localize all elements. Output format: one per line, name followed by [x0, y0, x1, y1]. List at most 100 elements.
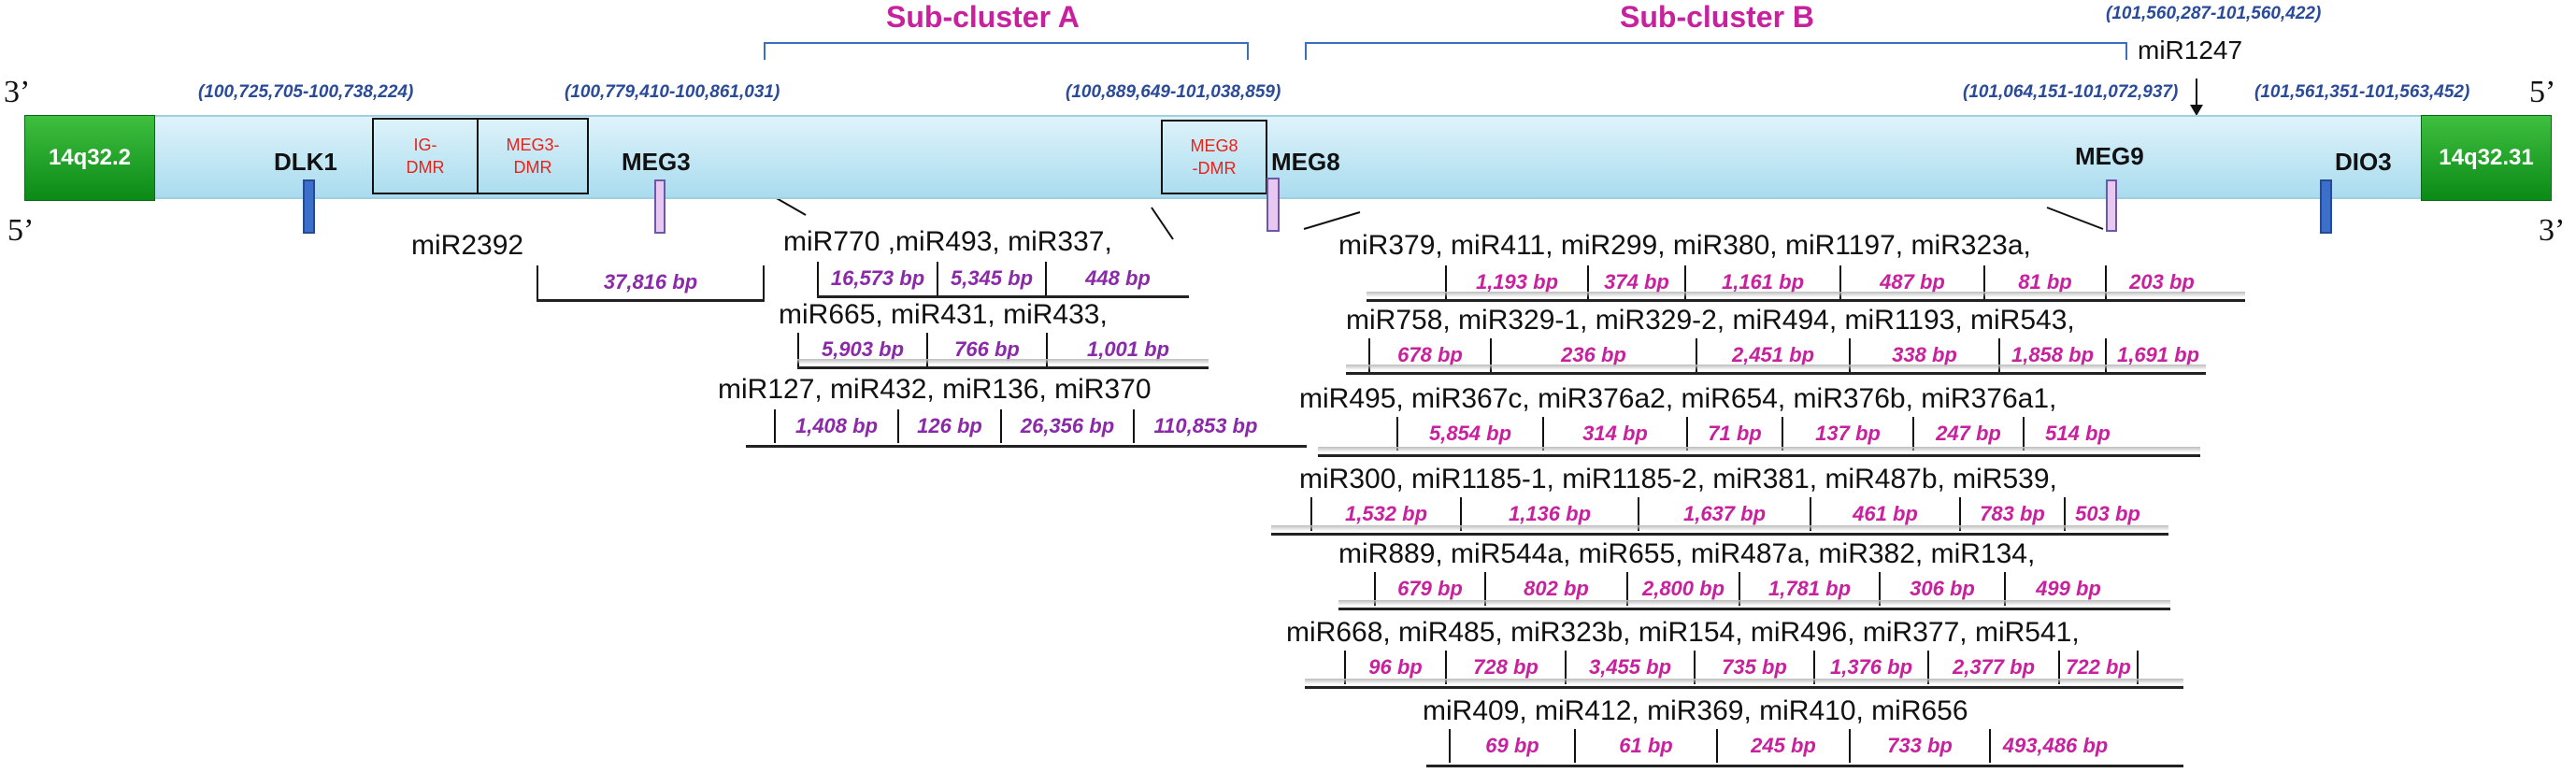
gap-a3-4: 110,853 bp [1133, 409, 1277, 443]
cluster-b-row-3-gaps: 5,854 bp 314 bp 71 bp 137 bp 247 bp 514 … [1396, 417, 2131, 451]
subcluster-b-bracket [1305, 42, 2127, 60]
cluster-b-row-6: miR668, miR485, miR323b, miR154, miR496,… [1286, 617, 2183, 689]
gap-b1-4: 487 bp [1839, 265, 1983, 299]
cluster-b-row-7-names: miR409, miR412, miR369, miR410, miR656 [1423, 695, 1968, 726]
gap-b2-1: 678 bp [1368, 338, 1490, 372]
cluster-b-row-4-baseline [1271, 533, 2168, 536]
dlk1-mark [303, 179, 315, 234]
gene-label-dio3: DIO3 [2335, 148, 2392, 176]
gene-label-dlk1: DLK1 [274, 148, 337, 176]
gap-b2-3: 2,451 bp [1696, 338, 1849, 372]
mir2392-label: miR2392 [411, 230, 524, 261]
subcluster-a-bracket [764, 42, 1249, 60]
gap-b5-2: 802 bp [1484, 572, 1626, 606]
gap-a2-2: 766 bp [926, 333, 1046, 366]
gap-b7-5: 493,486 bp [1989, 729, 2120, 763]
gap-b4-4: 461 bp [1810, 497, 1959, 531]
gap-b5-5: 306 bp [1879, 572, 2004, 606]
cluster-b-row-2-baseline [1346, 372, 2206, 375]
cluster-b-row-4: miR300, miR1185-1, miR1185-2, miR381, mi… [1271, 464, 2197, 536]
gap-b3-3: 71 bp [1686, 417, 1782, 451]
subcluster-a-title: Sub-cluster A [886, 0, 1080, 34]
cluster-b-row-7: miR409, miR412, miR369, miR410, miR656 6… [1423, 695, 2189, 767]
gap-a3-2: 126 bp [897, 409, 1000, 443]
cluster-b-row-1: miR379, miR411, miR299, miR380, miR1197,… [1338, 230, 2245, 302]
coord-meg9: (101,064,151-101,072,937) [1963, 82, 2179, 102]
coord-meg3: (100,779,410-100,861,031) [565, 82, 780, 102]
gap-b5-3: 2,800 bp [1626, 572, 1739, 606]
ig-dmr-box: IG- DMR [372, 118, 479, 194]
gene-label-meg8: MEG8 [1271, 148, 1340, 176]
gap-b1-3: 1,161 bp [1684, 265, 1839, 299]
cluster-a-row-1: miR770 ,miR493, miR337, 16,573 bp 5,345 … [783, 226, 1189, 298]
gap-b6-1: 96 bp [1344, 651, 1445, 684]
cluster-b-row-3-names: miR495, miR367c, miR376a2, miR654, miR37… [1299, 383, 2057, 414]
dio3-mark [2320, 179, 2332, 234]
mir1247-label: miR1247 [2138, 36, 2243, 64]
gap-b7-2: 61 bp [1574, 729, 1716, 763]
gap-a1-1: 16,573 bp [817, 262, 937, 295]
gap-b2-2: 236 bp [1490, 338, 1696, 372]
meg8-right-connector [1303, 211, 1361, 230]
cluster-b-row-1-names: miR379, miR411, miR299, miR380, miR1197,… [1338, 230, 2031, 261]
cluster-b-row-1-shadow [1367, 292, 2245, 297]
gap-a3-3: 26,356 bp [1000, 409, 1133, 443]
gap-b6-2: 728 bp [1445, 651, 1565, 684]
gap-b3-5: 247 bp [1912, 417, 2023, 451]
cluster-b-row-4-gaps: 1,532 bp 1,136 bp 1,637 bp 461 bp 783 bp… [1310, 497, 2150, 531]
coord-dio3: (101,561,351-101,563,452) [2254, 82, 2470, 102]
cluster-a-row-2-shadow [797, 359, 1209, 365]
cluster-a-row-2: miR665, miR431, miR433, 5,903 bp 766 bp … [779, 299, 1209, 369]
gap-a1-3: 448 bp [1045, 262, 1189, 295]
gene-label-meg3: MEG3 [622, 148, 691, 176]
gap-b6-6: 2,377 bp [1927, 651, 2058, 684]
gap-b5-4: 1,781 bp [1739, 572, 1879, 606]
gap-b7-3: 245 bp [1716, 729, 1849, 763]
cluster-b-row-1-baseline [1367, 299, 2245, 302]
cluster-b-row-5: miR889, miR544a, miR655, miR487a, miR382… [1338, 538, 2198, 610]
mir1247-arrow-head [2190, 105, 2203, 116]
gap-b2-4: 338 bp [1849, 338, 1998, 372]
gap-a2-1: 5,903 bp [797, 333, 926, 366]
gap-b4-5: 783 bp [1959, 497, 2064, 531]
gap-a3-1: 1,408 bp [774, 409, 897, 443]
mir2392-gap-row: 37,816 bp [537, 265, 765, 303]
cluster-b-row-5-gaps: 679 bp 802 bp 2,800 bp 1,781 bp 306 bp 4… [1374, 572, 2131, 606]
gap-b3-6: 514 bp [2023, 417, 2131, 451]
cluster-a-row-2-gaps: 5,903 bp 766 bp 1,001 bp [797, 333, 1209, 366]
gap-b7-1: 69 bp [1449, 729, 1574, 763]
gap-b6-7: 722 bp [2058, 651, 2139, 684]
gap-b1-5: 81 bp [1983, 265, 2105, 299]
cluster-b-row-1-gaps: 1,193 bp 374 bp 1,161 bp 487 bp 81 bp 20… [1445, 265, 2217, 299]
gap-b6-3: 3,455 bp [1565, 651, 1694, 684]
subcluster-b-title: Sub-cluster B [1620, 0, 1815, 34]
gap-b1-2: 374 bp [1587, 265, 1684, 299]
chromosome-bar [24, 115, 2548, 199]
cluster-b-row-2-names: miR758, miR329-1, miR329-2, miR494, miR1… [1346, 305, 2075, 336]
gap-b1-1: 1,193 bp [1445, 265, 1587, 299]
mir2392-baseline [537, 299, 765, 302]
gap-b4-6: 503 bp [2064, 497, 2150, 531]
cluster-b-row-3-baseline [1318, 454, 2200, 457]
meg3-mark [654, 179, 665, 234]
cluster-b-row-5-shadow [1338, 600, 2170, 606]
gene-label-meg9: MEG9 [2075, 142, 2144, 170]
cluster-b-row-6-gaps: 96 bp 728 bp 3,455 bp 735 bp 1,376 bp 2,… [1344, 651, 2139, 684]
cluster-b-row-7-baseline [1426, 765, 2183, 767]
gap-b4-1: 1,532 bp [1310, 497, 1460, 531]
gap-b7-4: 733 bp [1849, 729, 1989, 763]
strand-label-top-left: 3’ [4, 75, 31, 109]
cluster-b-row-3-shadow [1318, 447, 2200, 452]
gap-b6-4: 735 bp [1694, 651, 1813, 684]
gap-b4-3: 1,637 bp [1638, 497, 1810, 531]
cluster-b-row-6-names: miR668, miR485, miR323b, miR154, miR496,… [1286, 617, 2080, 648]
mir2392-gap: 37,816 bp [537, 265, 765, 299]
cluster-b-row-7-gaps: 69 bp 61 bp 245 bp 733 bp 493,486 bp [1449, 729, 2168, 763]
band-left: 14q32.2 [24, 115, 155, 201]
strand-label-bottom-left: 5’ [7, 213, 35, 248]
cluster-a-row-2-names: miR665, miR431, miR433, [779, 299, 1108, 330]
coord-mir1247: (101,560,287-101,560,422) [2106, 4, 2322, 23]
cluster-a-row-1-gaps: 16,573 bp 5,345 bp 448 bp [817, 262, 1189, 295]
cluster-a-row-3-baseline [746, 445, 1307, 448]
